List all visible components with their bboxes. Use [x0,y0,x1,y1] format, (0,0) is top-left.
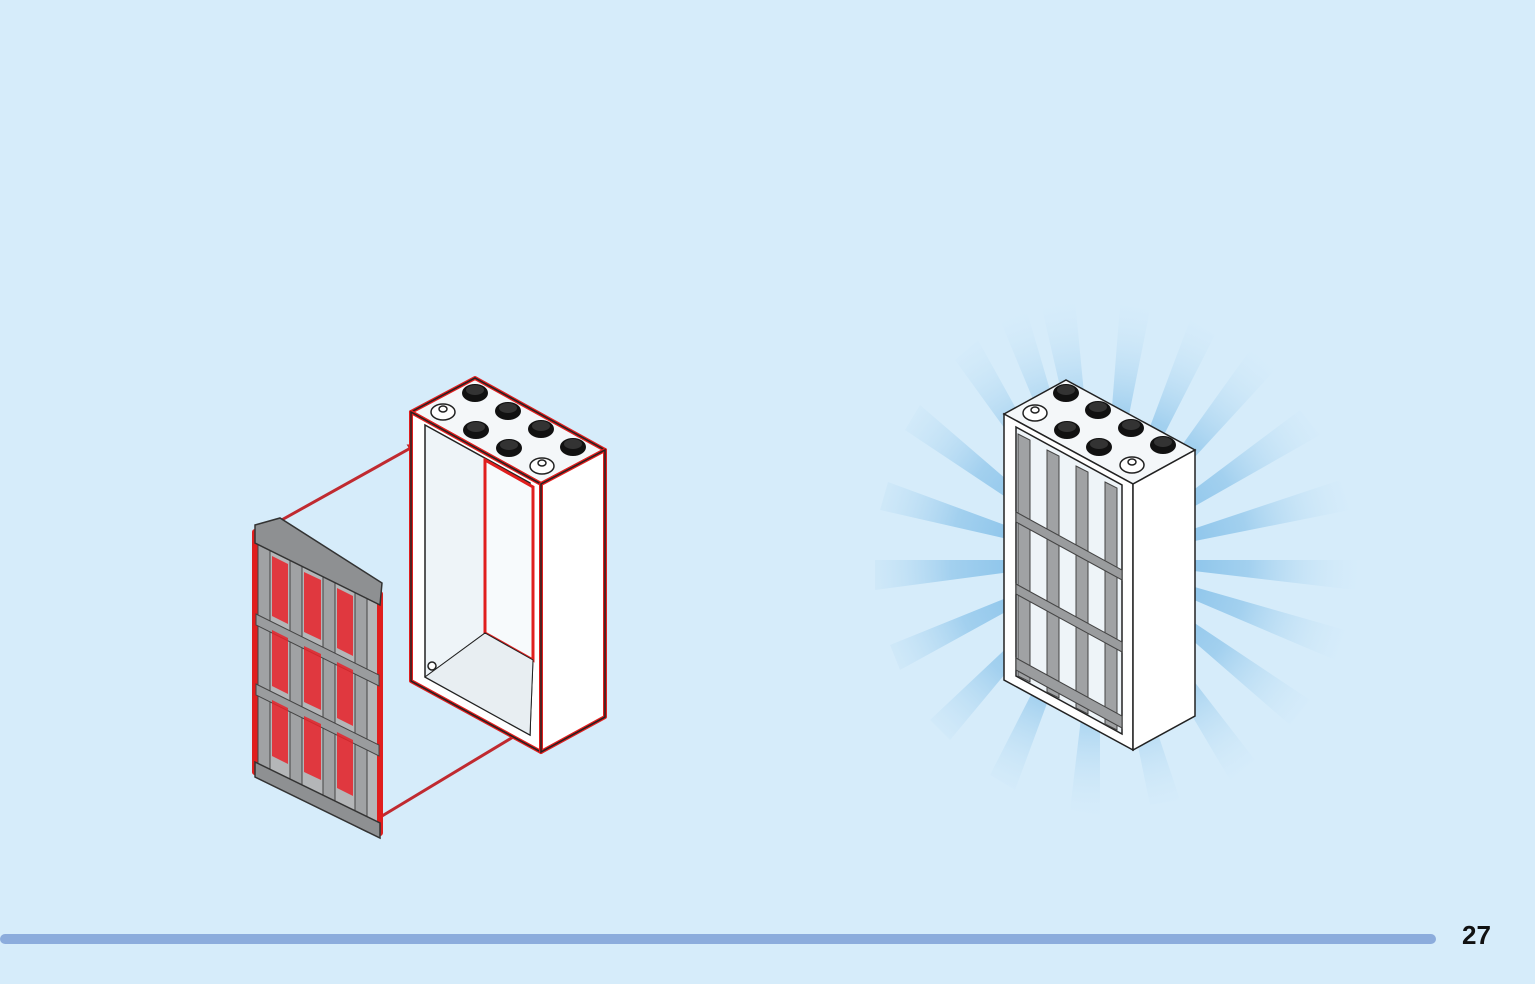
assembled-result [875,300,1360,815]
window-bars-part [252,517,383,840]
arrow-top [277,443,418,524]
assembly-step [252,376,607,840]
result-studs [1022,384,1176,474]
result-bars [1015,433,1123,731]
frame-studs [430,384,586,475]
page-number: 27 [1462,920,1491,950]
progress-bar [0,934,1436,944]
assembly-arrows [277,443,535,818]
window-frame-part [409,376,607,754]
arrow-bottom [381,723,535,818]
